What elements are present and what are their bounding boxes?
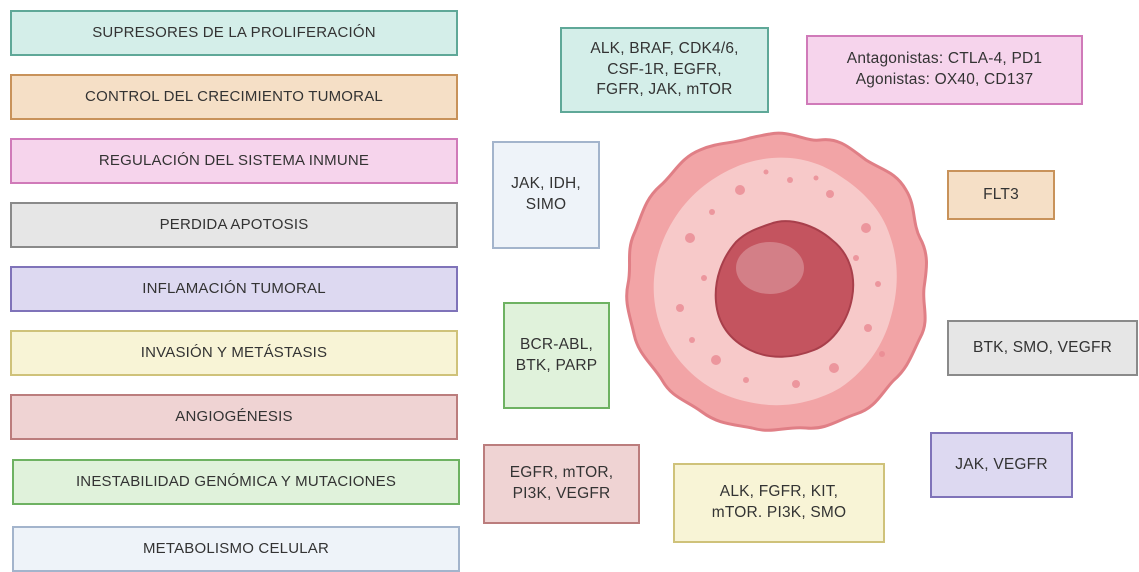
nucleus-highlight (736, 242, 804, 294)
target-box-invasion: ALK, FGFR, KIT, mTOR. PI3K, SMO (673, 463, 885, 543)
granule (685, 233, 695, 243)
granule (875, 281, 881, 287)
granule (764, 170, 769, 175)
granule (861, 223, 871, 233)
granule (689, 337, 695, 343)
hallmark-genomic-instability: INESTABILIDAD GENÓMICA Y MUTACIONES (12, 459, 460, 505)
granule (829, 363, 839, 373)
hallmark-immune-regulation: REGULACIÓN DEL SISTEMA INMUNE (10, 138, 458, 184)
granule (826, 190, 834, 198)
target-box-inflammation: JAK, VEGFR (930, 432, 1073, 498)
granule (792, 380, 800, 388)
granule (853, 255, 859, 261)
granule (787, 177, 793, 183)
target-box-apoptosis: BTK, SMO, VEGFR (947, 320, 1138, 376)
granule (701, 275, 707, 281)
hallmark-growth-control: CONTROL DEL CRECIMIENTO TUMORAL (10, 74, 458, 120)
granule (676, 304, 684, 312)
target-box-genomic: BCR-ABL, BTK, PARP (503, 302, 610, 409)
granule (879, 351, 885, 357)
hallmark-cell-metabolism: METABOLISMO CELULAR (12, 526, 460, 572)
target-box-immune: Antagonistas: CTLA-4, PD1 Agonistas: OX4… (806, 35, 1083, 105)
granule (711, 355, 721, 365)
granule (735, 185, 745, 195)
target-box-growth: FLT3 (947, 170, 1055, 220)
hallmark-tumor-inflammation: INFLAMACIÓN TUMORAL (10, 266, 458, 312)
hallmark-invasion-metastasis: INVASIÓN Y METÁSTASIS (10, 330, 458, 376)
granule (743, 377, 749, 383)
target-box-angiogenesis: EGFR, mTOR, PI3K, VEGFR (483, 444, 640, 524)
granule (864, 324, 872, 332)
target-box-proliferation: ALK, BRAF, CDK4/6, CSF-1R, EGFR, FGFR, J… (560, 27, 769, 113)
granule (709, 209, 715, 215)
target-box-metabolism: JAK, IDH, SIMO (492, 141, 600, 249)
hallmark-angiogenesis: ANGIOGÉNESIS (10, 394, 458, 440)
granule (814, 176, 819, 181)
hallmark-proliferation-suppressors: SUPRESORES DE LA PROLIFERACIÓN (10, 10, 458, 56)
cancer-cell-illustration (620, 128, 932, 433)
hallmark-apoptosis-loss: PERDIDA APOTOSIS (10, 202, 458, 248)
